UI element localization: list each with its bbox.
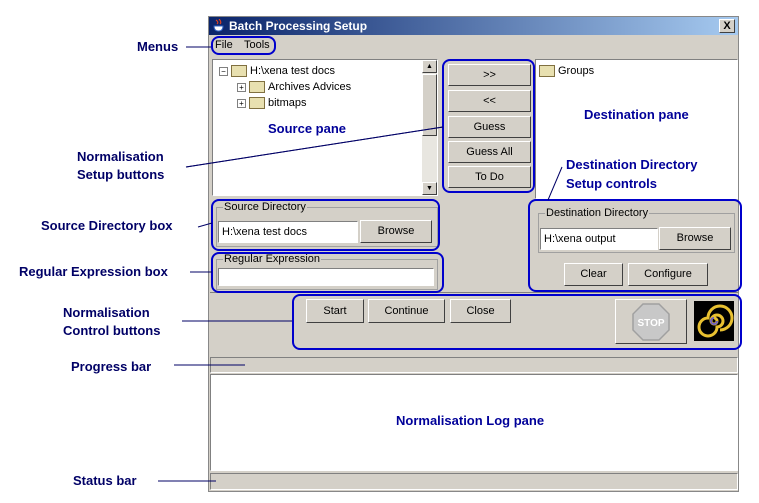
regex-group: Regular Expression <box>216 253 438 290</box>
destination-directory-input[interactable]: H:\xena output <box>540 228 658 250</box>
scroll-down-icon[interactable]: ▼ <box>422 182 437 195</box>
stop-button[interactable]: STOP <box>615 299 687 344</box>
annotation-menus: Menus <box>137 39 179 54</box>
close-button[interactable]: Close <box>450 299 511 323</box>
source-tree-root[interactable]: − H:\xena test docs <box>219 65 335 78</box>
annotation-status-bar: Status bar <box>73 473 137 488</box>
to-do-button[interactable]: To Do <box>448 166 531 188</box>
annotation-setup-buttons-2: Setup buttons <box>77 167 165 182</box>
annotation-log-pane: Normalisation Log pane <box>396 413 545 428</box>
source-pane[interactable]: − H:\xena test docs + Archives Advices + bi… <box>212 59 438 196</box>
annotation-source-directory-box: Source Directory box <box>41 218 173 233</box>
destination-pane[interactable]: Groups <box>535 59 738 199</box>
scroll-up-icon[interactable]: ▲ <box>422 60 437 73</box>
tree-item-label: Archives Advices <box>268 81 352 93</box>
annotation-dest-controls-1: Destination Directory <box>566 157 698 172</box>
source-directory-group: Source Directory <box>216 201 438 247</box>
source-tree-item[interactable]: + bitmaps <box>237 97 307 110</box>
annotation-control-buttons-2: Control buttons <box>63 323 161 338</box>
guess-button[interactable]: Guess <box>448 116 531 138</box>
expand-icon[interactable]: + <box>237 98 246 108</box>
tree-item-label: bitmaps <box>268 97 307 109</box>
setup-buttons-highlight <box>442 59 535 193</box>
destination-directory-group: Destination Directory <box>538 207 735 253</box>
divider <box>210 292 738 293</box>
regex-legend: Regular Expression <box>223 253 321 265</box>
destination-controls-highlight <box>528 199 742 292</box>
destination-browse-button[interactable]: Browse <box>659 227 731 250</box>
spiral-activity-icon <box>694 301 734 341</box>
log-pane[interactable] <box>210 374 738 471</box>
annotation-destination-pane: Destination pane <box>584 107 689 122</box>
remove-button[interactable]: << <box>448 90 531 112</box>
stop-label: STOP <box>637 318 664 329</box>
vertical-scrollbar[interactable]: ▲ ▼ <box>422 60 437 195</box>
folder-icon <box>249 81 265 94</box>
tree-item-label: H:\xena test docs <box>250 65 335 77</box>
title-bar: Batch Processing Setup X <box>209 17 738 35</box>
regex-input[interactable] <box>218 268 434 286</box>
start-button[interactable]: Start <box>306 299 364 323</box>
java-cup-icon <box>213 19 224 32</box>
add-button[interactable]: >> <box>448 64 531 86</box>
source-tree-item[interactable]: + Archives Advices <box>237 81 352 94</box>
destination-tree-root[interactable]: Groups <box>539 65 595 78</box>
annotation-control-buttons-1: Normalisation <box>63 305 150 320</box>
continue-button[interactable]: Continue <box>368 299 445 323</box>
expand-icon[interactable]: + <box>237 82 246 92</box>
configure-button[interactable]: Configure <box>628 263 708 286</box>
destination-directory-legend: Destination Directory <box>545 207 650 219</box>
annotation-source-pane: Source pane <box>268 121 347 136</box>
folder-icon <box>539 65 555 78</box>
close-window-button[interactable]: X <box>719 19 735 33</box>
guess-all-button[interactable]: Guess All <box>448 141 531 163</box>
scrollbar-thumb[interactable] <box>422 74 437 136</box>
folder-icon <box>231 65 247 78</box>
menu-bar: File Tools <box>209 36 738 54</box>
source-directory-legend: Source Directory <box>223 201 307 213</box>
source-directory-highlight <box>211 199 440 251</box>
control-buttons-highlight <box>292 294 742 350</box>
collapse-icon[interactable]: − <box>219 66 228 76</box>
annotation-dest-controls-2: Setup controls <box>566 176 658 191</box>
menus-highlight <box>211 36 276 55</box>
folder-icon <box>249 97 265 110</box>
menu-file[interactable]: File <box>215 39 233 51</box>
clear-button[interactable]: Clear <box>564 263 623 286</box>
window-title: Batch Processing Setup <box>229 19 368 33</box>
source-browse-button[interactable]: Browse <box>360 220 432 243</box>
source-directory-input[interactable]: H:\xena test docs <box>218 221 358 243</box>
tree-item-label: Groups <box>558 65 595 77</box>
annotation-progress-bar: Progress bar <box>71 359 152 374</box>
annotation-regex-box: Regular Expression box <box>19 264 168 279</box>
stop-sign-icon: STOP <box>632 303 670 341</box>
annotation-setup-buttons-1: Normalisation <box>77 149 164 164</box>
menu-tools[interactable]: Tools <box>244 39 270 51</box>
